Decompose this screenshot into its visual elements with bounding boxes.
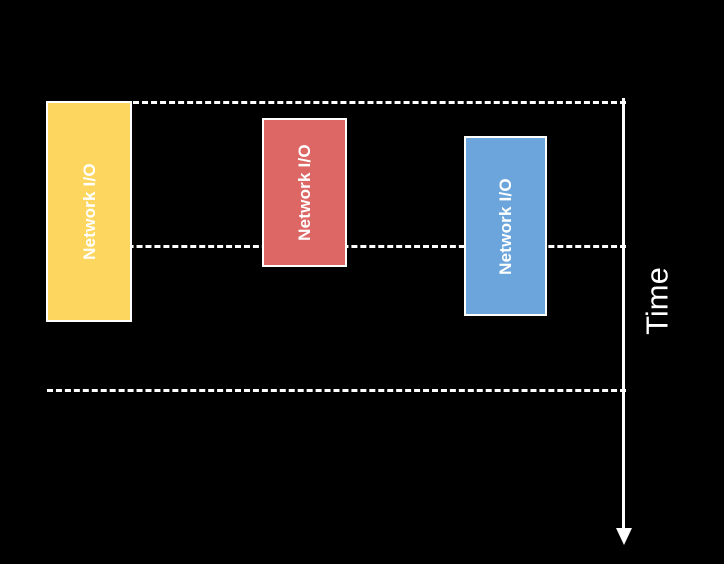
task-label: Network I/O [295,144,315,241]
task-label: Network I/O [79,163,99,260]
task-block-network-io-3[interactable]: Network I/O [464,136,547,316]
time-axis-arrowhead-icon [615,528,632,545]
guide-line-top [133,101,626,104]
time-axis-line [622,98,625,528]
task-block-network-io-1[interactable]: Network I/O [46,101,132,322]
task-block-network-io-2[interactable]: Network I/O [262,118,347,267]
guide-line-bottom [47,389,626,392]
task-label: Network I/O [496,177,516,275]
time-axis-label: Time [639,267,675,335]
